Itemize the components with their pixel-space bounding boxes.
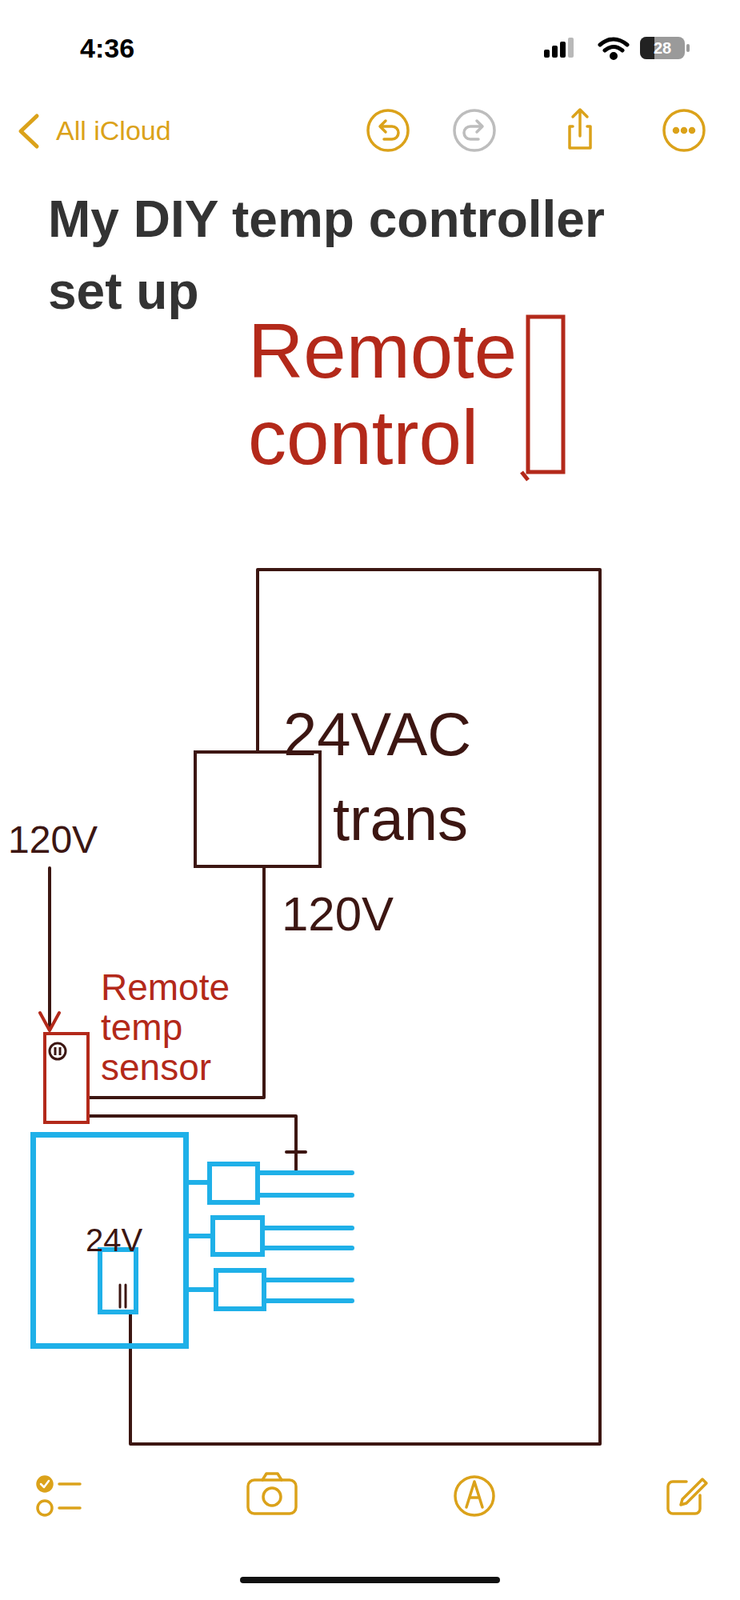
markup-button	[455, 1476, 494, 1516]
undo-button	[368, 110, 408, 151]
camera-lens	[263, 1488, 281, 1506]
markup-pen	[466, 1481, 483, 1508]
sensor-relay-wire	[89, 1116, 296, 1173]
checklist-dot	[37, 1476, 52, 1492]
remote-body	[528, 316, 564, 472]
outlet-slots	[55, 1047, 60, 1056]
battery-body	[640, 36, 685, 60]
battery-level	[640, 36, 655, 60]
power-terminal	[100, 1249, 136, 1312]
sensor-box: Remote temp sensor	[43, 1032, 90, 1124]
voltage-label: 24V	[85, 1222, 143, 1258]
home-indicator	[240, 1576, 500, 1584]
wifi-arc	[600, 39, 628, 45]
wifi-arc	[604, 47, 623, 52]
outlet-face	[49, 1043, 66, 1060]
signal-icon	[544, 37, 574, 58]
undo-arrow	[380, 120, 399, 140]
signal-bar	[560, 41, 566, 58]
share-icon	[569, 109, 591, 148]
part-label: Remote control	[248, 308, 520, 481]
wire-tick	[286, 1150, 306, 1154]
more-dot	[682, 128, 687, 133]
camera-bump	[262, 1473, 282, 1480]
back-chevron	[20, 116, 37, 147]
relay-wire	[257, 1172, 352, 1301]
signal-bar	[568, 37, 574, 58]
battery-icon	[640, 36, 690, 60]
sensor-outlet	[49, 1043, 66, 1060]
controller-board: 24V	[30, 1132, 189, 1349]
compose-pen	[680, 1479, 707, 1505]
redo-button	[454, 110, 495, 151]
supply-arrow-head	[40, 1012, 60, 1031]
signal-bar	[552, 45, 558, 58]
wifi-dot	[612, 54, 616, 59]
status-time: 4:36	[80, 32, 135, 64]
camera-body	[248, 1480, 296, 1514]
relay-block	[212, 1217, 263, 1255]
terminal-ticks	[120, 1284, 126, 1308]
bottom-toolbar	[37, 1473, 707, 1516]
wire-connector	[89, 868, 264, 1098]
checklist-check	[40, 1480, 49, 1488]
checklist-lines	[59, 1484, 80, 1508]
nav-icons	[20, 109, 704, 151]
relay-block	[216, 1270, 264, 1309]
voltage-label: 120V	[281, 888, 394, 941]
voltage-label: 24VAC	[283, 700, 472, 768]
supply-arrow-line	[48, 868, 52, 1029]
relay-block	[209, 1164, 258, 1203]
battery-level-text: 28	[640, 37, 685, 59]
redo-arrow	[464, 120, 483, 140]
remote-mark	[521, 472, 528, 480]
voltage-label: 120V	[8, 817, 98, 863]
more-dot	[674, 128, 679, 133]
remote-control-symbol	[521, 316, 564, 480]
checklist-dot	[37, 1500, 52, 1516]
part-label: Remote temp sensor	[100, 967, 241, 1088]
more-button	[664, 110, 704, 151]
more-dot	[690, 128, 695, 133]
wires	[40, 868, 306, 1349]
part-label: trans	[332, 785, 468, 853]
signal-bar	[544, 49, 550, 58]
back-link: All iCloud	[56, 114, 172, 147]
battery-cap	[686, 44, 690, 52]
wifi-icon	[600, 39, 628, 59]
transformer-box: 24VACtrans	[193, 750, 322, 868]
note-title: My DIY temp controller set up	[48, 183, 632, 328]
